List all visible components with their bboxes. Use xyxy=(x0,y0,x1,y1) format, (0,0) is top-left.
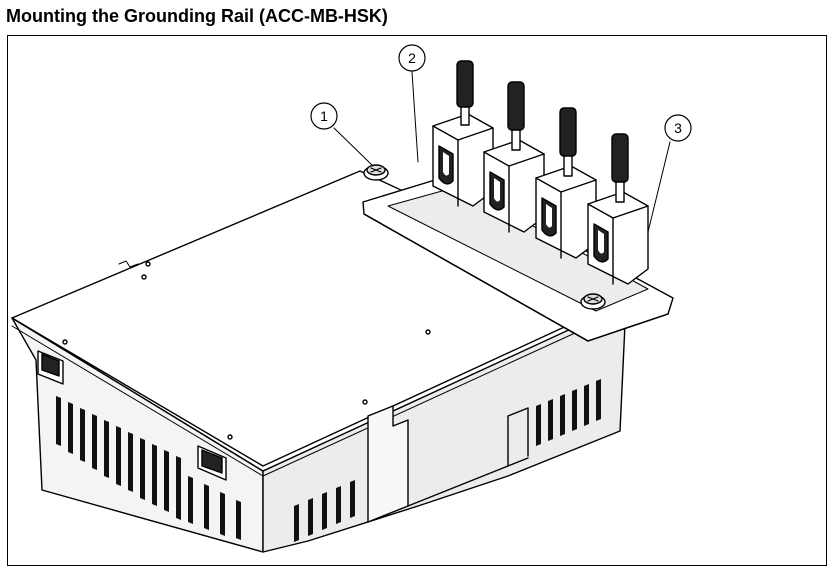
shield-clamp-3 xyxy=(535,107,597,259)
callout-2-label: 2 xyxy=(408,50,416,66)
vent-slots-front xyxy=(294,379,601,542)
callout-3-label: 3 xyxy=(674,120,682,136)
shield-clamp-1 xyxy=(432,60,494,207)
callout-3: 3 xyxy=(647,114,692,233)
front-recess xyxy=(367,405,529,523)
callout-1-label: 1 xyxy=(320,108,328,124)
mounting-screw-right xyxy=(580,293,606,310)
shield-clamp-4 xyxy=(587,133,649,285)
mounting-screw-left xyxy=(363,164,389,181)
callout-1: 1 xyxy=(310,102,374,167)
diagram-frame: 1 2 3 xyxy=(7,35,827,566)
shield-clamps xyxy=(432,60,649,285)
page-title: Mounting the Grounding Rail (ACC-MB-HSK) xyxy=(6,6,388,26)
vent-slots-left xyxy=(56,396,241,540)
mounting-diagram: 1 2 3 xyxy=(11,44,692,553)
shield-clamp-2 xyxy=(483,81,545,233)
callout-2: 2 xyxy=(398,44,426,163)
side-connector-left xyxy=(37,350,227,481)
